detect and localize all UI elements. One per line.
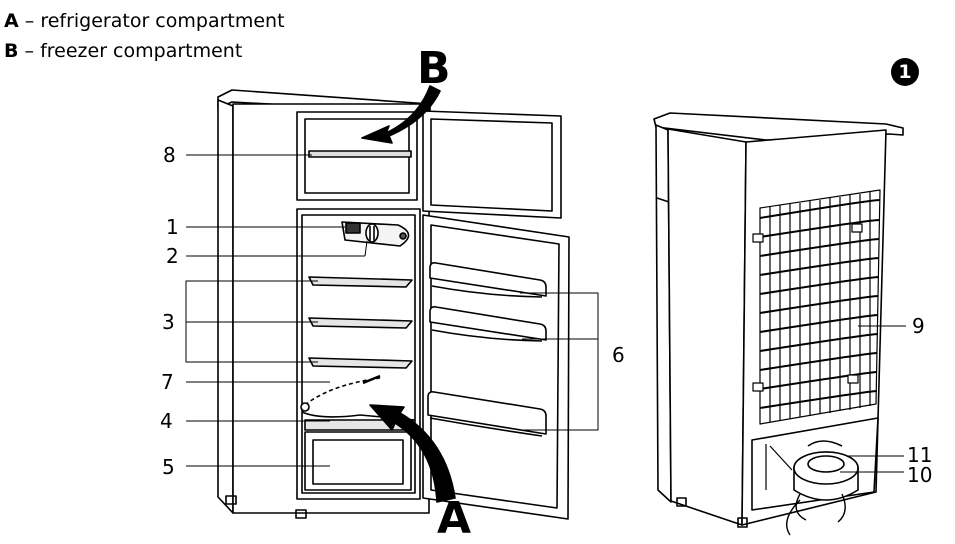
glass-shelves xyxy=(308,276,413,369)
callout-7: 7 xyxy=(161,370,174,394)
arrow-b-label: B xyxy=(417,43,451,94)
leader-lines-rear xyxy=(840,325,906,473)
legend-letter-a: A xyxy=(4,10,19,32)
callout-5: 5 xyxy=(162,455,175,479)
legend-item-a: A – refrigerator compartment xyxy=(4,10,285,32)
legend-separator-b: – xyxy=(24,40,35,62)
crisper-drawer xyxy=(304,431,412,491)
arrow-b xyxy=(361,85,441,144)
callout-10: 10 xyxy=(907,463,933,487)
condenser-coil xyxy=(752,189,881,425)
callout-2: 2 xyxy=(166,244,179,268)
figure-number-badge: 1 xyxy=(891,58,919,86)
freezer-door xyxy=(422,110,562,219)
compressor-area xyxy=(751,417,879,536)
arrow-a-label: A xyxy=(437,493,472,544)
leader-lines-front xyxy=(185,154,599,467)
legend-text-a: refrigerator compartment xyxy=(40,10,285,32)
callout-3: 3 xyxy=(162,310,175,334)
callout-1: 1 xyxy=(166,215,179,239)
thermostat xyxy=(341,221,410,247)
callout-8: 8 xyxy=(163,143,176,167)
drain-channel xyxy=(300,374,381,412)
callout-6: 6 xyxy=(612,343,625,367)
callout-11: 11 xyxy=(907,443,933,467)
legend-separator-a: – xyxy=(24,10,35,32)
legend-item-b: B – freezer compartment xyxy=(4,40,242,62)
callout-9: 9 xyxy=(912,314,925,338)
legend-letter-b: B xyxy=(4,40,19,62)
callout-4: 4 xyxy=(160,409,173,433)
legend-text-b: freezer compartment xyxy=(40,40,243,62)
arrow-a xyxy=(369,404,456,503)
freezer-shelf xyxy=(308,150,412,158)
fridge-door xyxy=(422,214,570,520)
